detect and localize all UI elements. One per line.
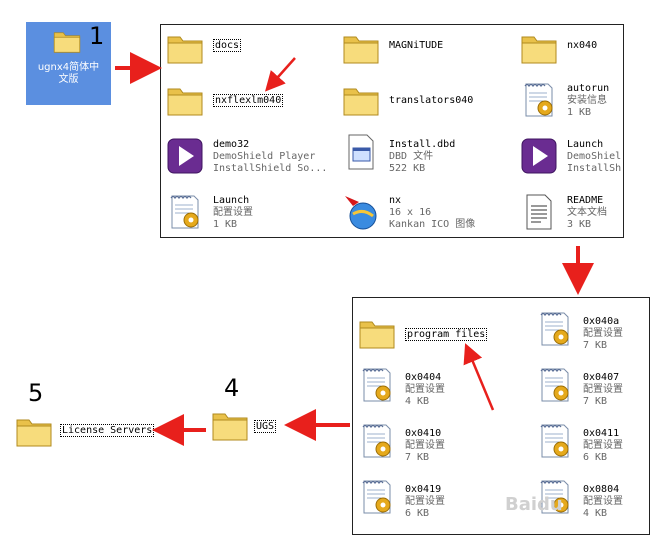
file-item-docs[interactable]: docs: [165, 28, 242, 68]
file-type: DemoShiel: [567, 151, 621, 162]
file-name: Launch: [567, 139, 604, 150]
watermark: Baidu: [505, 494, 563, 515]
file-name: nx040: [567, 40, 598, 51]
file-name: 0x0404: [405, 372, 442, 383]
step-number-1: 1: [89, 22, 105, 50]
file-name: README: [567, 195, 604, 206]
file-name: translators040: [389, 95, 474, 106]
file-name: program files: [405, 328, 488, 341]
file-item-0x0419[interactable]: 0x0419 配置设置 6 KB: [357, 477, 445, 520]
file-type: DemoShield Player: [213, 151, 316, 162]
file-size: 6 KB: [583, 452, 608, 463]
file-size: 7 KB: [583, 340, 608, 351]
step-number-5: 5: [28, 379, 44, 407]
file-type: 安装信息: [567, 95, 607, 106]
file-name: Install.dbd: [389, 139, 456, 150]
file-size: 522 KB: [389, 163, 426, 174]
file-name: MAGNiTUDE: [389, 40, 444, 51]
file-company: InstallSh: [567, 163, 621, 174]
folder-item-license-servers[interactable]: License Servers: [14, 411, 155, 451]
folder-window-program: program files 0x040a 配置设置 7 KB 0x0404 配置…: [352, 297, 650, 535]
file-company: InstallShield So...: [213, 163, 328, 174]
desktop-label-line1: ugnx4简体中: [37, 62, 100, 73]
file-item-0x0407[interactable]: 0x0407 配置设置 7 KB: [535, 365, 623, 408]
file-name: 0x0419: [405, 484, 442, 495]
file-type: 配置设置: [583, 384, 623, 395]
file-size: 7 KB: [405, 452, 430, 463]
desktop-label-line2: 文版: [58, 74, 79, 85]
file-item-0x0410[interactable]: 0x0410 配置设置 7 KB: [357, 421, 445, 464]
file-type: 文本文档: [567, 207, 607, 218]
file-item-0x0411[interactable]: 0x0411 配置设置 6 KB: [535, 421, 623, 464]
step-number-4: 4: [224, 374, 240, 402]
file-item-program-files[interactable]: program files: [357, 313, 488, 353]
file-size: 6 KB: [405, 508, 430, 519]
file-type: 配置设置: [405, 440, 445, 451]
file-name: 0x0411: [583, 428, 620, 439]
file-size: 4 KB: [583, 508, 608, 519]
file-name: 0x040a: [583, 316, 620, 327]
file-type: 配置设置: [405, 384, 445, 395]
file-name: 0x0410: [405, 428, 442, 439]
file-item-nx-ico[interactable]: nx 16 x 16 Kankan ICO 图像: [341, 192, 475, 232]
arrow-step2-to-nxflexlm: [265, 57, 296, 92]
file-item-install-dbd[interactable]: Install.dbd DBD 文件 522 KB: [341, 132, 455, 175]
file-size: 1 KB: [567, 107, 592, 118]
file-dimensions: 16 x 16: [389, 207, 432, 218]
arrow-step3-to-program-files: [463, 343, 495, 411]
file-name: autorun: [567, 83, 610, 94]
file-item-readme[interactable]: README 文本文档 3 KB: [519, 192, 607, 232]
file-type: 配置设置: [213, 207, 253, 218]
file-size: 7 KB: [583, 396, 608, 407]
file-name: docs: [213, 39, 242, 52]
file-name: UGS: [254, 420, 277, 433]
file-name: 0x0407: [583, 372, 620, 383]
file-size: 4 KB: [405, 396, 430, 407]
file-item-autorun[interactable]: autorun 安装信息 1 KB: [519, 80, 609, 120]
file-item-nx040[interactable]: nx040: [519, 28, 597, 68]
folder-item-ugs[interactable]: UGS: [210, 405, 277, 445]
folder-window-main: docs MAGNiTUDE nx040 nxflexlm040 transla…: [160, 24, 624, 238]
file-type: 配置设置: [405, 496, 445, 507]
file-name: demo32: [213, 139, 250, 150]
file-item-nxflexlm040[interactable]: nxflexlm040: [165, 80, 284, 120]
file-name: License Servers: [60, 424, 155, 437]
file-name: nxflexlm040: [213, 94, 284, 107]
file-item-demo32[interactable]: demo32 DemoShield Player InstallShield S…: [165, 136, 327, 176]
file-type: DBD 文件: [389, 151, 434, 162]
file-name: 0x0804: [583, 484, 620, 495]
file-name: nx: [389, 195, 402, 206]
file-item-0x0404[interactable]: 0x0404 配置设置 4 KB: [357, 365, 445, 408]
file-item-translators040[interactable]: translators040: [341, 80, 473, 120]
file-item-magnitude[interactable]: MAGNiTUDE: [341, 28, 443, 68]
file-type: Kankan ICO 图像: [389, 219, 476, 230]
file-size: 1 KB: [213, 219, 238, 230]
file-size: 3 KB: [567, 219, 592, 230]
file-item-0x0804[interactable]: 0x0804 配置设置 4 KB: [535, 477, 623, 520]
file-type: 配置设置: [583, 496, 623, 507]
file-item-0x040a[interactable]: 0x040a 配置设置 7 KB: [535, 309, 623, 352]
file-type: 配置设置: [583, 440, 623, 451]
file-item-launch-ini[interactable]: Launch 配置设置 1 KB: [165, 192, 253, 232]
desktop-shortcut[interactable]: ugnx4简体中 文版: [26, 22, 111, 105]
file-item-launch-exe[interactable]: Launch DemoShiel InstallSh: [519, 136, 621, 176]
file-name: Launch: [213, 195, 250, 206]
file-type: 配置设置: [583, 328, 623, 339]
desktop-label: ugnx4简体中 文版: [26, 62, 111, 86]
